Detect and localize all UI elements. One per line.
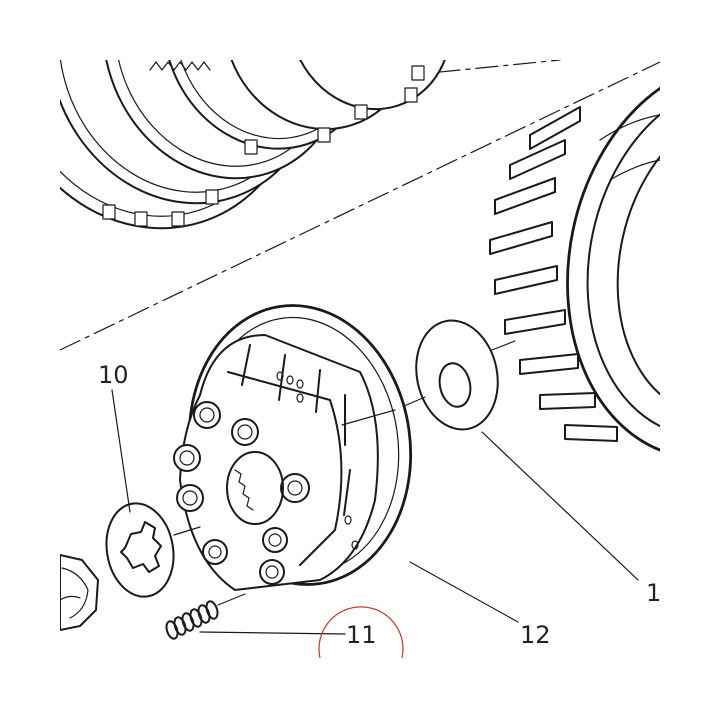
callout-11: 11 <box>346 621 377 649</box>
callout-10: 10 <box>98 361 129 389</box>
star-lock-washer <box>105 502 201 598</box>
center-axis-lower <box>60 61 660 351</box>
leader-line-11 <box>199 631 346 635</box>
clutch-hub <box>173 304 413 591</box>
hub-nut <box>60 554 99 631</box>
leader-line-12 <box>409 561 519 623</box>
spring <box>165 593 246 640</box>
callout-12: 12 <box>520 621 551 649</box>
clutch-basket <box>489 60 660 460</box>
highlight-circle <box>318 606 404 659</box>
highlight-circle-arc <box>318 606 404 659</box>
clutch-plates-stack <box>60 60 453 230</box>
thrust-washer <box>394 319 516 431</box>
leader-line-1 <box>481 431 639 581</box>
callout-1: 1 <box>646 579 661 607</box>
leader-line-10 <box>111 389 131 513</box>
hub-bosses <box>173 401 310 585</box>
